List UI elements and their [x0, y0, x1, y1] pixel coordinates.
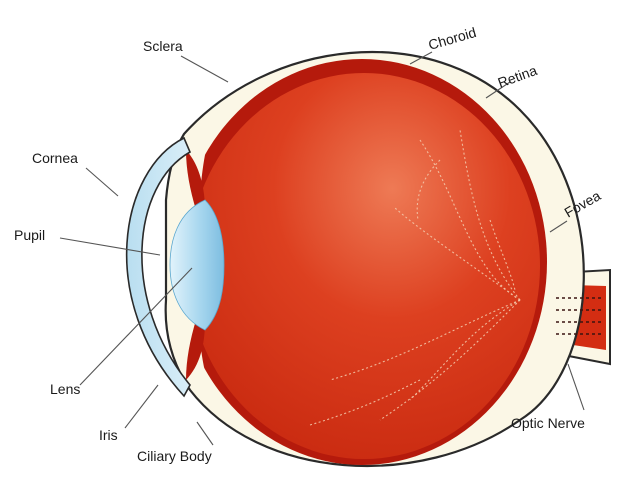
label-ciliary-body: Ciliary Body	[137, 448, 212, 464]
label-pupil: Pupil	[14, 227, 45, 243]
leader-ciliary-body	[197, 422, 213, 445]
retina-layer	[188, 73, 540, 459]
label-retina: Retina	[496, 62, 540, 91]
leader-iris	[125, 385, 158, 428]
leader-optic-nerve	[568, 364, 584, 410]
label-sclera: Sclera	[143, 38, 183, 54]
leader-cornea	[86, 168, 118, 196]
leader-pupil	[60, 238, 160, 255]
label-lens: Lens	[50, 381, 80, 397]
label-cornea: Cornea	[32, 150, 78, 166]
label-choroid: Choroid	[426, 24, 478, 53]
label-optic-nerve: Optic Nerve	[511, 415, 585, 431]
label-iris: Iris	[99, 427, 118, 443]
leader-sclera	[181, 56, 228, 82]
